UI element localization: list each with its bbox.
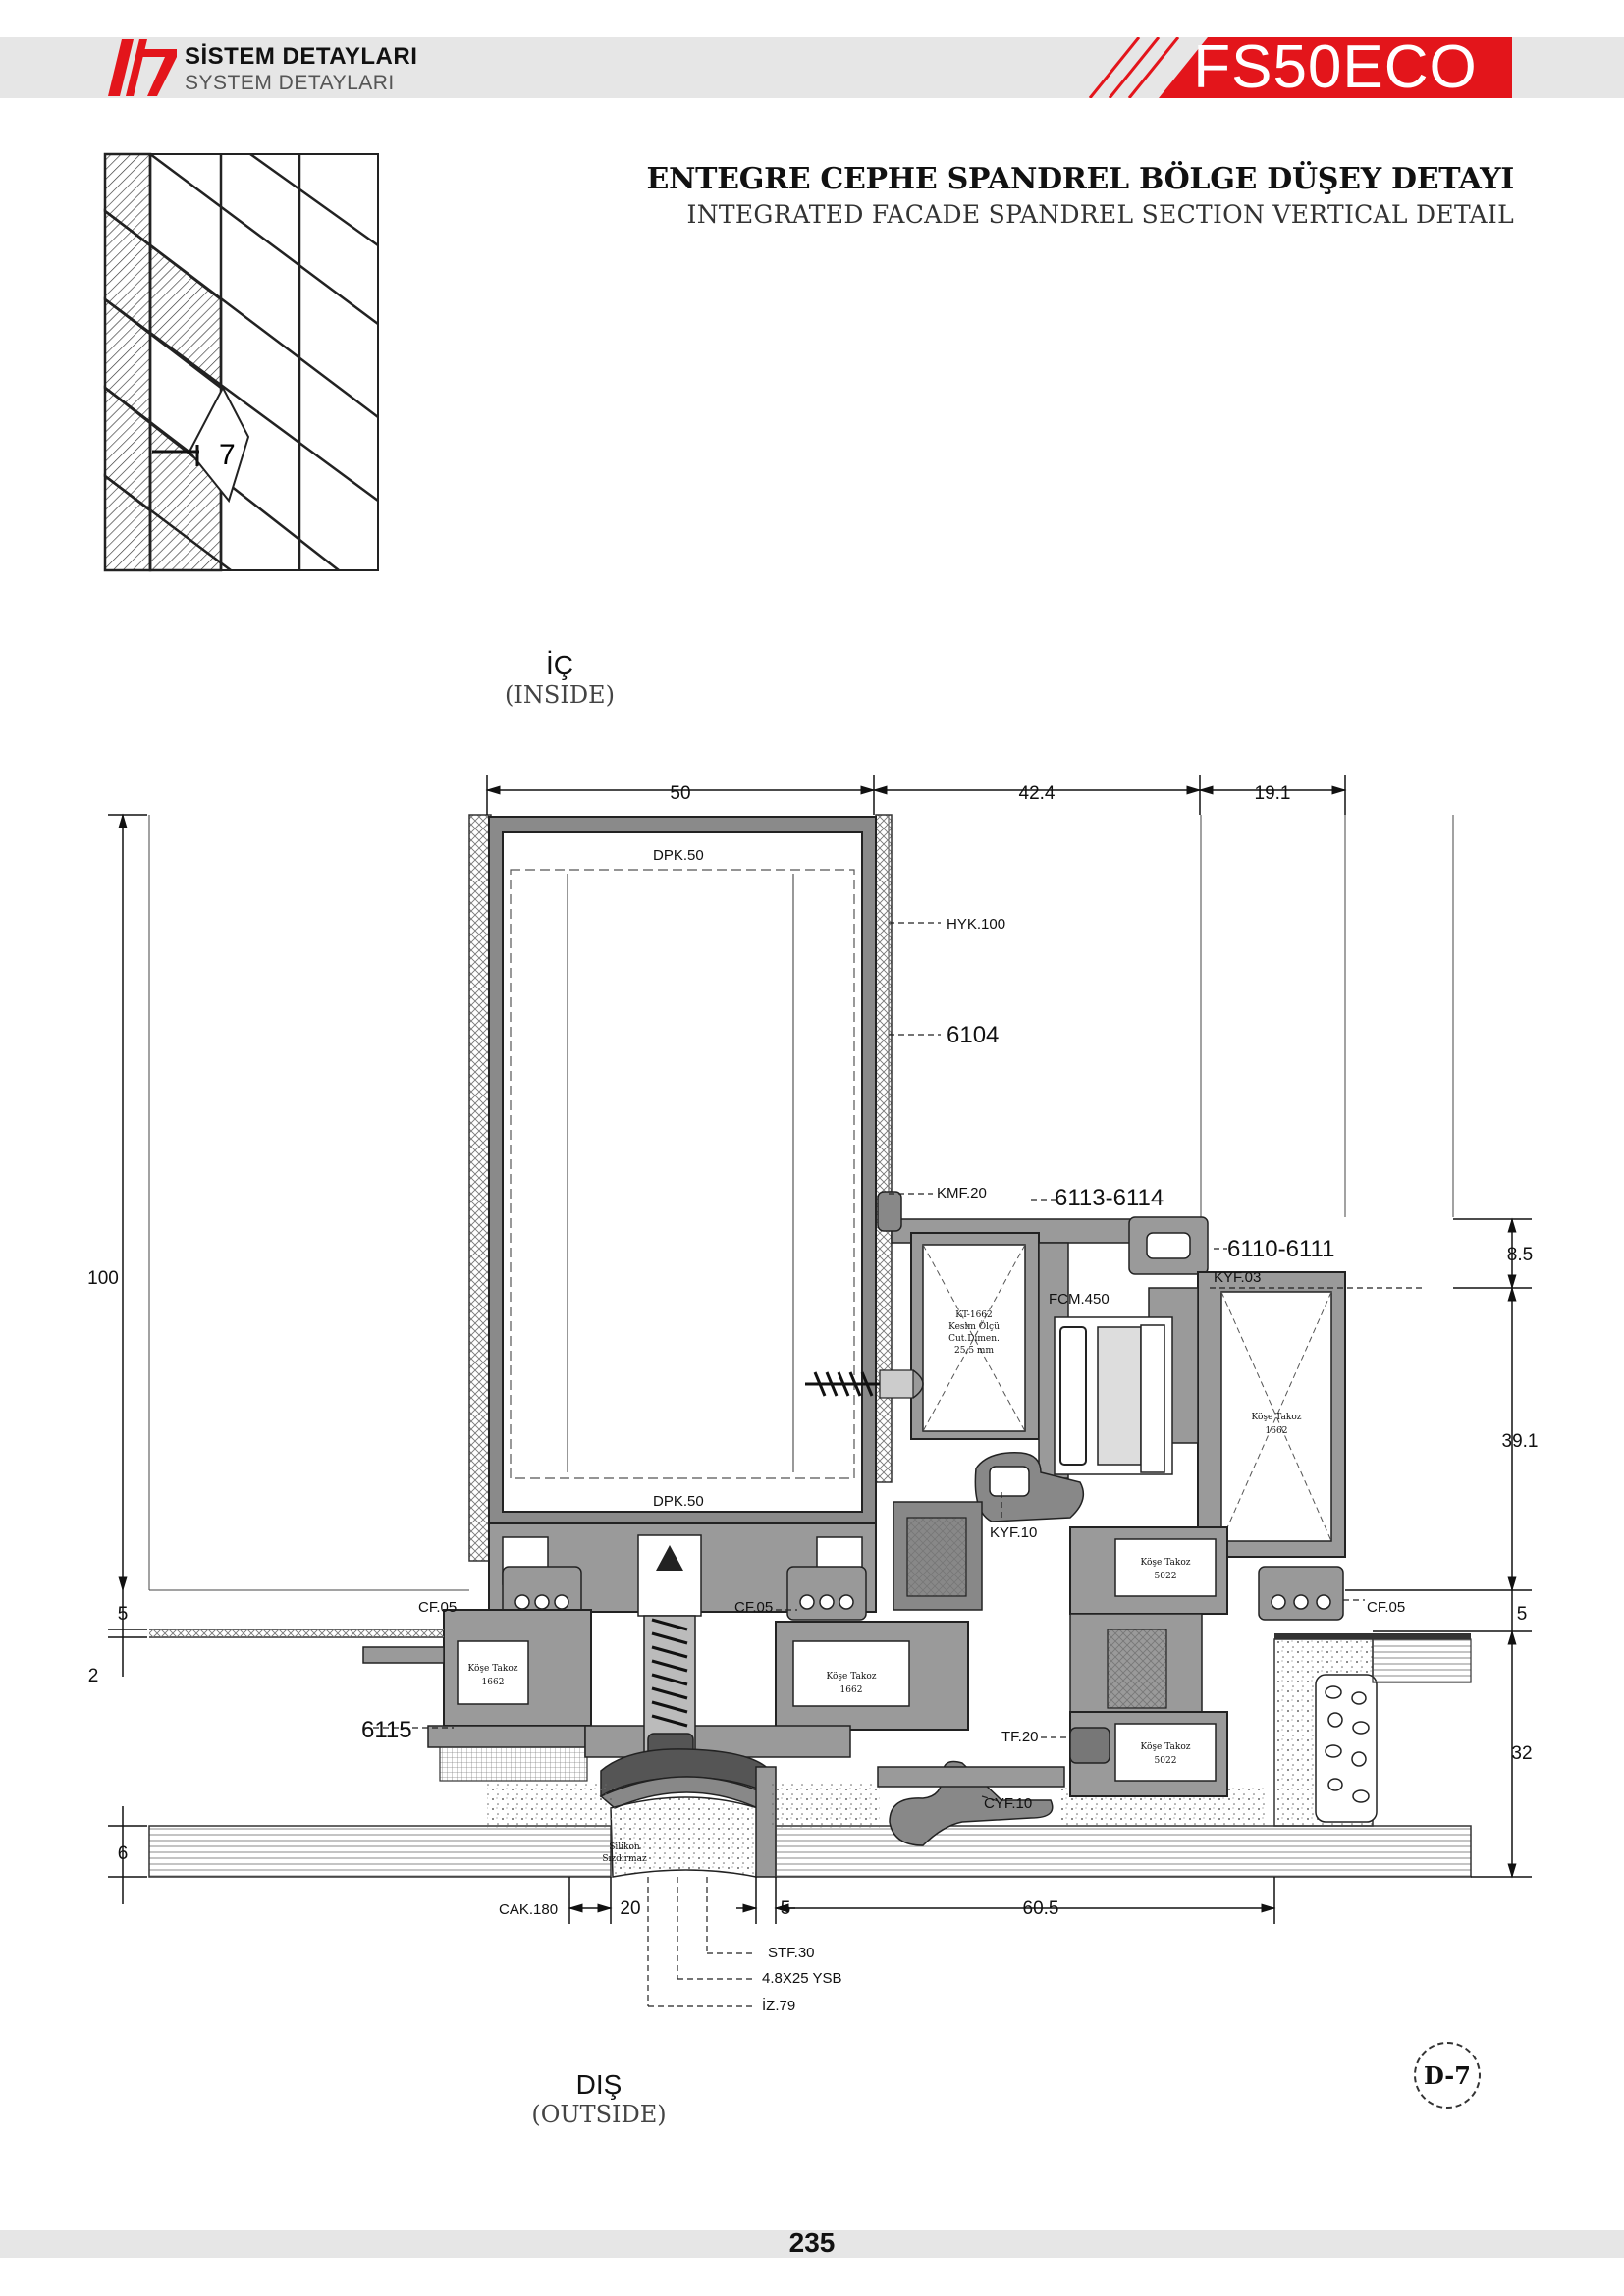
dim-top-42-4: 42.4 (1019, 783, 1056, 804)
inside-label: İÇ (INSIDE) (491, 650, 628, 709)
label-kt-1: KT-1662 (955, 1310, 993, 1320)
label-kose-5022-top-2: 5022 (1155, 1572, 1177, 1581)
label-kose-5022-top-1: Köşe Takoz (1141, 1558, 1191, 1568)
company-logo (108, 39, 177, 96)
label-kyf03: KYF.03 (1214, 1269, 1261, 1286)
header-title: SİSTEM DETAYLARI (185, 43, 418, 70)
label-cf05-left: CF.05 (418, 1599, 457, 1616)
dim-bottom-60-5: 60.5 (1023, 1898, 1059, 1919)
label-kyf10: KYF.10 (990, 1524, 1037, 1541)
key-plan-marker: 7 (219, 439, 236, 471)
label-cf05-right: CF.05 (1367, 1599, 1405, 1616)
label-dpk-top: DPK.50 (653, 847, 704, 864)
label-profile-6113: 6113-6114 (1055, 1185, 1164, 1211)
dim-left-5: 5 (118, 1604, 129, 1625)
dim-right-32: 32 (1511, 1743, 1532, 1764)
dim-top-50: 50 (670, 783, 690, 804)
document-subtitle: INTEGRATED FACADE SPANDREL SECTION VERTI… (686, 200, 1514, 229)
label-kose-1662-right-2: 1662 (1266, 1426, 1288, 1436)
label-profile-6115: 6115 (361, 1717, 412, 1743)
dim-right-5: 5 (1517, 1604, 1528, 1625)
label-hyk: HYK.100 (947, 916, 1005, 933)
document-title: ENTEGRE CEPHE SPANDREL BÖLGE DÜŞEY DETAY… (646, 162, 1514, 196)
key-plan: 7 (103, 152, 379, 572)
label-cf05-mid: CF.05 (734, 1599, 773, 1616)
footer-bar (0, 2230, 1624, 2258)
dim-bottom-5: 5 (781, 1898, 791, 1919)
label-fcm: FCM.450 (1049, 1291, 1110, 1308)
label-iz79: İZ.79 (762, 1997, 795, 2014)
label-kt-3: Cut.Dimen. (948, 1334, 1000, 1344)
section-drawing: 50 42.4 19.1 100 5 2 6 8.5 39.1 5 32 20 … (87, 775, 1539, 2014)
label-kt-2: Kesim Ölçü (948, 1320, 1000, 1332)
outside-text: DIŞ (575, 2069, 623, 2100)
label-kose-1662-right-1: Köşe Takoz (1252, 1413, 1302, 1422)
label-kt-4: 25,5 mm (954, 1346, 994, 1356)
label-kose-5022-bot-1: Köşe Takoz (1141, 1742, 1191, 1752)
inside-text-en: (INSIDE) (505, 681, 615, 709)
label-cak180: CAK.180 (499, 1901, 558, 1918)
header-subtitle: SYSTEM DETAYLARI (185, 72, 395, 94)
label-kose-5022-bot-2: 5022 (1155, 1756, 1177, 1766)
label-silikon-2: Sızdırmaz (602, 1854, 647, 1864)
dim-left-100: 100 (87, 1268, 119, 1289)
label-cyf10: CYF.10 (984, 1795, 1032, 1812)
label-profile-6110: 6110-6111 (1227, 1236, 1334, 1262)
detail-reference-badge: D-7 (1414, 2042, 1481, 2109)
dim-top-19-1: 19.1 (1255, 783, 1291, 804)
label-tf20: TF.20 (1001, 1729, 1039, 1745)
label-kose-1662-left-1: Köşe Takoz (468, 1664, 518, 1674)
label-profile-6104: 6104 (947, 1022, 999, 1048)
outside-text-en: (OUTSIDE) (531, 2101, 667, 2128)
model-badge (1088, 37, 1512, 98)
dim-right-39-1: 39.1 (1502, 1431, 1539, 1452)
label-silikon-1: Silikon (609, 1842, 640, 1852)
outside-label: DIŞ (OUTSIDE) (520, 2069, 677, 2128)
page-number: 235 (788, 2227, 836, 2258)
model-name: FS50ECO (1193, 33, 1478, 101)
label-kose-1662-mid-1: Köşe Takoz (827, 1672, 877, 1682)
label-kmf: KMF.20 (937, 1185, 987, 1201)
label-stf30: STF.30 (768, 1945, 815, 1961)
label-dpk-bottom: DPK.50 (653, 1493, 704, 1510)
dim-left-2: 2 (88, 1666, 99, 1686)
label-kose-1662-mid-2: 1662 (840, 1685, 863, 1695)
dim-bottom-20: 20 (620, 1898, 640, 1919)
label-screw: 4.8X25 YSB (762, 1970, 841, 1987)
dim-left-6: 6 (118, 1843, 129, 1864)
label-kose-1662-left-2: 1662 (482, 1678, 505, 1687)
inside-text: İÇ (546, 650, 573, 680)
dim-right-8-5: 8.5 (1507, 1245, 1533, 1265)
